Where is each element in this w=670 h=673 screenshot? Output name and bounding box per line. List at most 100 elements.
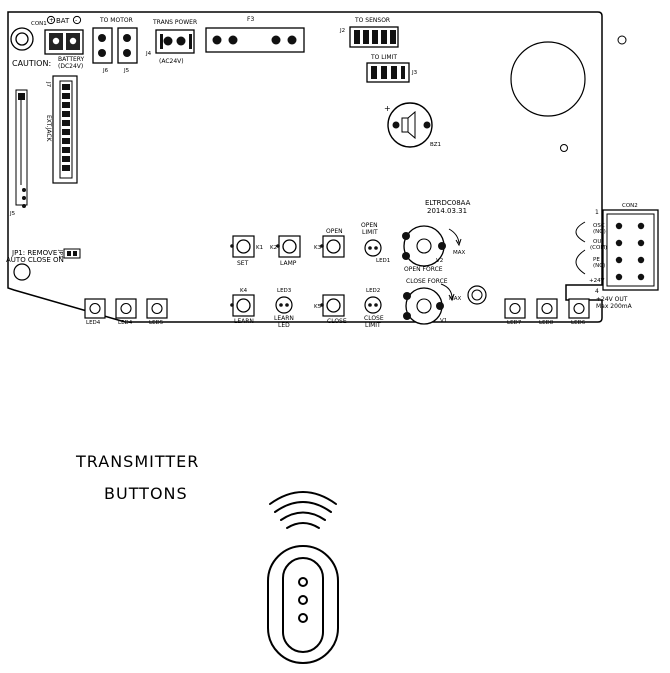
led-bottom-7 [504, 298, 526, 319]
wireless-signal-icon [269, 491, 337, 529]
trans-power-connector [155, 29, 195, 54]
limit-connector-j3 [366, 62, 410, 83]
k5-label: K5 [314, 304, 322, 310]
bat-plus-label: + [49, 17, 54, 24]
open-limit-label-2: LIMIT [362, 229, 378, 236]
caution-label: CAUTION: [12, 59, 51, 68]
led-bottom-8 [536, 298, 558, 319]
out-label-1: +24V OUT [596, 296, 628, 303]
j2-label: J2 [339, 28, 345, 34]
trans-power-label: TRANS POWER [152, 19, 197, 26]
caption-line1: TRANSMITTER [75, 452, 199, 471]
v2-label: V2 [436, 258, 443, 264]
osc-no-label: (NO) [593, 229, 606, 235]
jp1-line1-label: JP1: REMOVE [11, 249, 57, 257]
motor-connector-j6 [92, 27, 113, 64]
pcb-outline [7, 11, 603, 323]
con2-terminal [575, 209, 659, 291]
open-limit-label-1: OPEN [361, 222, 378, 229]
close-limit-label-1: CLOSE [364, 315, 384, 322]
led-bottom-3 [146, 298, 168, 319]
bz1-label: BZ1 [430, 142, 441, 148]
max1-label: MAX [453, 250, 466, 256]
j3-label: J3 [411, 70, 418, 76]
learn-led-label-1: LEARN [274, 315, 294, 322]
k4-label: K4 [240, 288, 248, 294]
out-label-2: Max 200mA [596, 303, 633, 310]
con2-pin1-label: 1 [595, 209, 599, 216]
pe-label: PE [593, 257, 600, 263]
battery-terminal [44, 15, 84, 55]
k2-label: K2 [270, 245, 277, 251]
j4-label: J4 [145, 51, 152, 57]
ext-jack-connector [52, 75, 78, 184]
open-label: OPEN [326, 228, 343, 235]
led-bottom-2 [115, 298, 137, 319]
close-force-pot-v1[interactable] [403, 283, 455, 325]
led5-label: LED5 [149, 320, 164, 326]
led6-label: LED6 [571, 320, 586, 326]
battery-label: BATTERY [58, 56, 85, 63]
led4-label: LED4 [86, 320, 101, 326]
fuse-f3 [205, 27, 305, 53]
date-label: 2014.03.31 [427, 207, 467, 215]
led-bottom-6 [568, 298, 590, 319]
caption-line2: BUTTONS [104, 484, 188, 503]
bat-minus-label: - [75, 17, 77, 24]
ou-com-label: (COM) [590, 245, 607, 251]
to-sensor-label: TO SENSOR [354, 17, 390, 24]
led8-label: LED8 [539, 320, 554, 326]
close-limit-led2 [364, 296, 382, 314]
lamp-button-k2[interactable] [276, 235, 301, 258]
open-force-label: OPEN FORCE [404, 266, 443, 273]
bat-label: BAT [56, 17, 70, 25]
close-limit-label-2: LIMIT [365, 322, 381, 329]
mount-hole-center [467, 285, 487, 305]
set-button-k1[interactable] [230, 235, 255, 258]
led7-label: LED7 [507, 320, 522, 326]
model-label: ELTRDC08AA [425, 199, 471, 207]
con2-label: CON2 [622, 203, 638, 209]
jp1-line2-label: AUTO CLOSE ON [6, 256, 64, 264]
close-label: CLOSE [327, 318, 347, 325]
open-button-k3[interactable] [320, 235, 345, 258]
osc-label: OSC [593, 223, 605, 229]
remote-button-2[interactable] [298, 595, 308, 605]
open-force-pot-v2[interactable] [402, 225, 462, 267]
led3-label: LED3 [277, 288, 292, 294]
remote-button-3[interactable] [298, 613, 308, 623]
v1-label: V1 [440, 318, 447, 324]
ou-label: OU [593, 239, 601, 245]
f3-label: F3 [247, 16, 254, 23]
jp1-jumper [63, 248, 81, 259]
sensor-connector-j2 [349, 26, 399, 48]
motor-connector-j5 [117, 27, 138, 64]
ac24v-label: (AC24V) [159, 58, 184, 65]
remote-button-1[interactable] [298, 577, 308, 587]
learn-led-label-2: LED [278, 322, 290, 329]
close-force-label: CLOSE FORCE [406, 278, 448, 285]
to-motor-label: TO MOTOR [99, 17, 133, 24]
jp1-label: JP1 [57, 249, 63, 258]
mount-hole-bottom-left [13, 263, 31, 281]
led-bottom-1 [84, 298, 106, 319]
con2-pin4-label: 4 [595, 288, 599, 295]
j5a-label: J5 [123, 68, 130, 74]
j5-pin-header [15, 89, 28, 208]
lamp-label: LAMP [280, 260, 297, 267]
ext-jack-label: EXT.JACK [45, 115, 52, 143]
large-mount-hole [510, 41, 586, 117]
led4b-label: LED4 [118, 320, 133, 326]
small-hole-top-right [617, 35, 627, 45]
set-label: SET [237, 260, 249, 267]
close-button-k5[interactable] [320, 294, 345, 317]
max2-label: MAX [449, 296, 462, 302]
plus24-label: +24V [589, 278, 605, 284]
pe-nc-label: (NC) [593, 263, 605, 269]
con1-mount-hole [10, 27, 34, 51]
j5b-label: J5 [9, 211, 16, 217]
battery-volt-label: (DC24V) [58, 63, 83, 70]
learn-button-k4[interactable] [230, 294, 255, 317]
j6-label: J6 [102, 68, 109, 74]
